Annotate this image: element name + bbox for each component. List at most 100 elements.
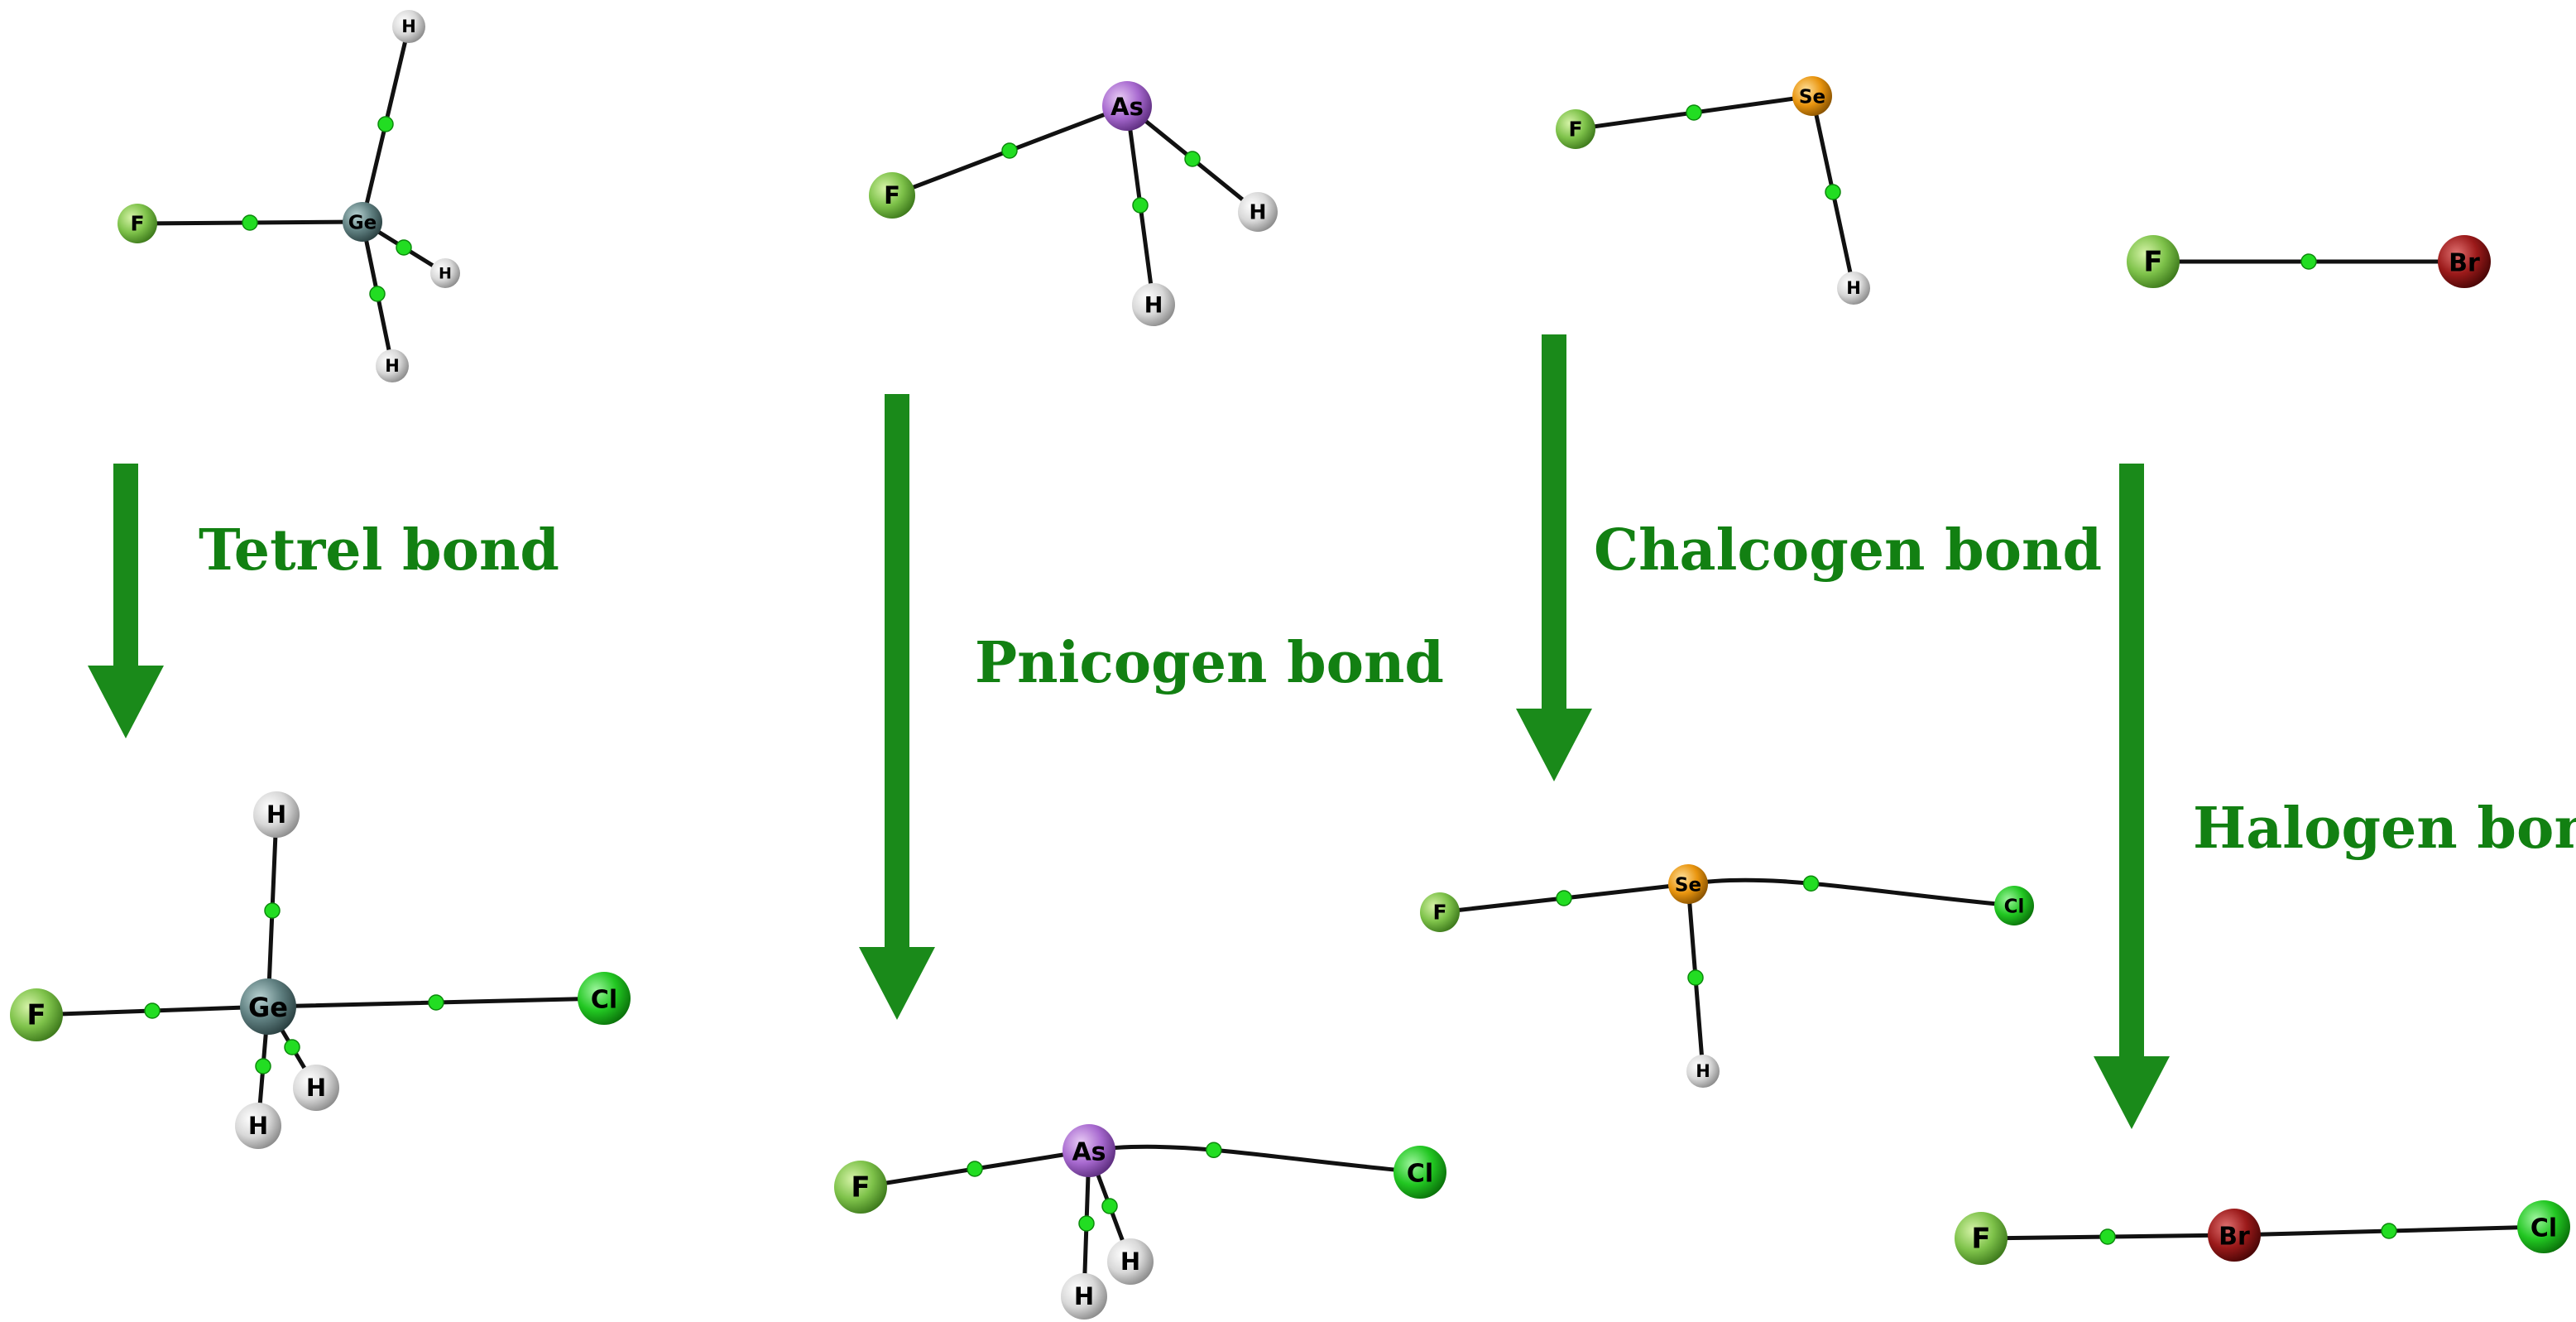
arrow-head (1516, 709, 1592, 781)
atom-label: F (851, 1171, 870, 1204)
atom-h: H (1061, 1273, 1107, 1320)
atom-label: Ge (348, 213, 377, 234)
atom-label: F (26, 999, 46, 1032)
atom-sphere (376, 349, 409, 382)
bond-critical-point (255, 1058, 271, 1074)
atom-label: H (1074, 1282, 1094, 1310)
bond-critical-point (264, 902, 281, 919)
arrow-shaft (885, 394, 909, 947)
atom-br: Br (2438, 235, 2491, 288)
bond-critical-point (2099, 1228, 2116, 1245)
atom-sphere (2208, 1209, 2261, 1262)
atom-h: H (430, 258, 460, 288)
halogen-bond-label: Halogen bond (2193, 796, 2576, 862)
atom-cl: Cl (1994, 886, 2034, 925)
atom-sphere (1063, 1124, 1115, 1177)
atom-sphere (1238, 192, 1278, 232)
atom-label: H (248, 1112, 268, 1140)
atom-label: F (130, 212, 144, 236)
chalcogen-bond-label: Chalcogen bond (1594, 517, 2102, 584)
atom-label: H (306, 1074, 326, 1102)
bond-critical-point (2300, 253, 2317, 270)
bond-critical-point (1078, 1215, 1095, 1232)
atom-f: F (869, 172, 915, 219)
atom-label: Ge (248, 992, 288, 1023)
atom-label: Cl (2530, 1214, 2557, 1243)
atom-label: H (1250, 200, 1267, 224)
atom-label: As (1111, 93, 1144, 121)
atom-ge: Ge (240, 978, 296, 1035)
atom-h: H (1686, 1055, 1720, 1088)
atom-sphere (10, 988, 63, 1041)
bond-critical-point (284, 1039, 300, 1055)
atom-sphere (834, 1161, 887, 1214)
atom-label: H (1696, 1061, 1710, 1081)
atom-label: Se (1675, 875, 1701, 897)
atom-label: H (1144, 292, 1163, 318)
atom-as: As (1102, 81, 1152, 131)
atom-sphere (1107, 1238, 1154, 1285)
atom-label: F (884, 181, 900, 209)
atom-sphere (2438, 235, 2491, 288)
bond-critical-point (1687, 969, 1704, 986)
atom-h: H (376, 349, 409, 382)
atom-sphere (1102, 81, 1152, 131)
atom-label: Cl (2004, 897, 2025, 918)
atom-label: H (385, 356, 400, 376)
atom-h: H (235, 1103, 281, 1149)
bond-critical-point (242, 214, 258, 231)
atom-f: F (1420, 892, 1460, 932)
molecule-top-FGeH3: Ge F H H H (118, 10, 460, 382)
atom-cl: Cl (1394, 1146, 1446, 1199)
tetrel-arrow (88, 464, 164, 738)
bond-critical-point (1206, 1142, 1222, 1159)
bond-critical-point (967, 1161, 983, 1177)
chalcogen-arrow (1516, 334, 1592, 781)
atom-sphere (1994, 886, 2034, 925)
atom-label: Se (1799, 87, 1825, 108)
arrow-head (88, 666, 164, 738)
atom-sphere (392, 10, 425, 43)
atom-label: F (1971, 1223, 1990, 1256)
atom-sphere (1668, 864, 1708, 904)
atom-sphere (2127, 235, 2180, 288)
atom-label: As (1072, 1138, 1106, 1167)
atom-label: H (401, 17, 416, 36)
atom-label: Br (2219, 1223, 2250, 1252)
atom-label: Cl (591, 986, 617, 1015)
atom-sphere (343, 202, 382, 242)
atom-as: As (1063, 1124, 1115, 1177)
bond-critical-point (1184, 151, 1201, 167)
molecule-bottom-FSeHCl: SeF ClH (1420, 864, 2034, 1088)
atom-f: F (1556, 109, 1595, 149)
atom-f: F (1955, 1212, 2008, 1265)
atom-h: H (1238, 192, 1278, 232)
arrow-shaft (2119, 464, 2144, 1056)
bond-critical-point (144, 1002, 161, 1019)
atom-sphere (1955, 1212, 2008, 1265)
bond-critical-point (1001, 142, 1018, 159)
molecule-top-FSeH: SeF H (1556, 76, 1870, 305)
bond-critical-point (2381, 1223, 2397, 1239)
atom-sphere (1837, 272, 1870, 305)
atom-sphere (253, 791, 300, 838)
atom-h: H (1837, 272, 1870, 305)
bond-critical-point (1825, 184, 1841, 200)
atom-sphere (1394, 1146, 1446, 1199)
bond-critical-point (1686, 104, 1702, 121)
atom-label: H (266, 800, 286, 829)
tetrel-bond-label: Tetrel bond (199, 517, 559, 584)
pnicogen-bond-label: Pnicogen bond (975, 630, 1444, 696)
atom-f: F (834, 1161, 887, 1214)
bond-critical-point (1556, 890, 1572, 906)
atom-h: H (293, 1065, 339, 1111)
arrows-layer (88, 334, 2170, 1129)
atom-label: F (1432, 901, 1446, 925)
atom-label: Br (2449, 249, 2480, 278)
atom-sphere (293, 1065, 339, 1111)
interaction-line (1088, 1144, 1421, 1175)
molecule-bottom-FBrCl: F Br Cl (1955, 1200, 2570, 1265)
atom-sphere (430, 258, 460, 288)
